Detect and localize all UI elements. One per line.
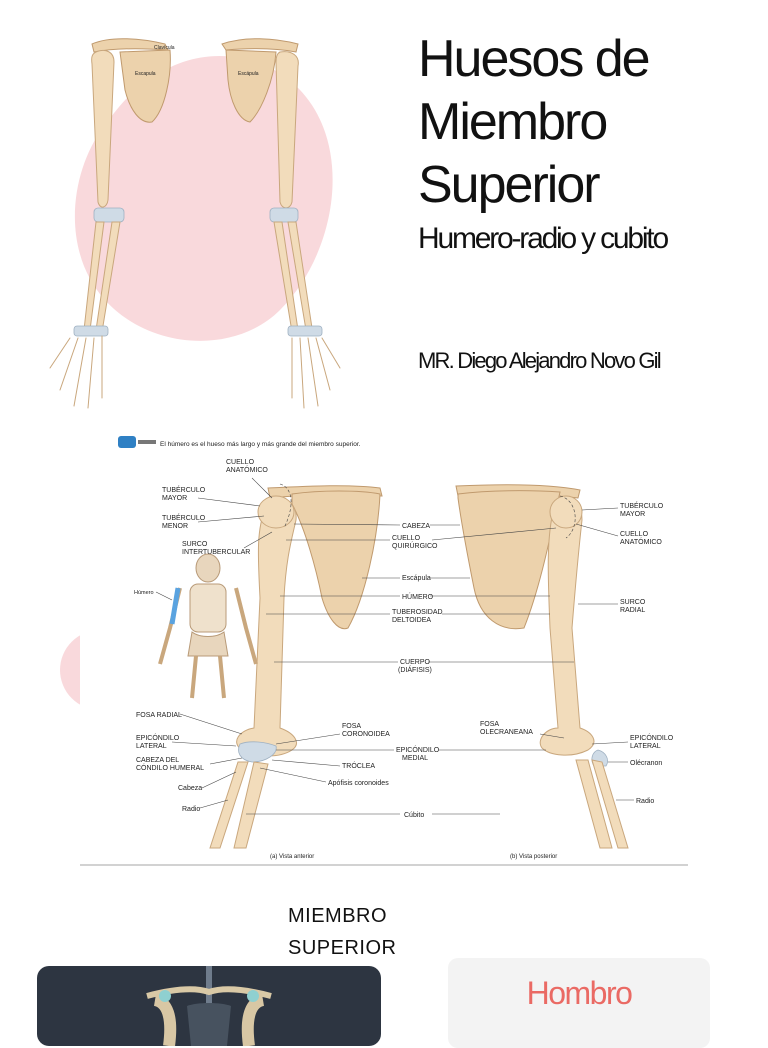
label-text: ANATÓMICO xyxy=(226,465,268,474)
label-text: TRÓCLEA xyxy=(342,761,375,770)
label-text: OLECRANEANA xyxy=(480,729,533,736)
label-text: MENOR xyxy=(162,523,188,530)
title-line: Superior xyxy=(418,156,601,214)
label-text: FOSA RADIAL xyxy=(136,712,182,719)
label-text: EPICÓNDILO xyxy=(396,745,440,754)
label-text: FOSA xyxy=(480,721,499,728)
label-text: Cúbito xyxy=(404,812,424,819)
skeleton-shoulders-image xyxy=(146,966,272,1046)
skeleton-image-card xyxy=(37,966,381,1046)
section-title: MIEMBRO SUPERIOR xyxy=(288,900,396,964)
figure-caption: El húmero es el hueso más largo y más gr… xyxy=(160,441,361,448)
label-text: CUERPO xyxy=(400,659,431,666)
label-text: CORONOIDEA xyxy=(342,731,390,738)
page-subtitle: Humero-radio y cubito xyxy=(418,222,669,255)
label-text: Radio xyxy=(182,806,200,813)
label-text: Radio xyxy=(636,798,654,805)
label-clavicula: Clavícula xyxy=(154,45,175,51)
label-text: CUELLO xyxy=(226,459,255,466)
caption-anterior: (a) Vista anterior xyxy=(270,854,314,860)
humerus-diagram: El húmero es el hueso más largo y más gr… xyxy=(80,428,688,868)
label-text: EPICÓNDILO xyxy=(630,733,674,742)
figure-number-icon xyxy=(118,436,136,448)
label-text: MAYOR xyxy=(620,511,645,518)
label-text: SURCO xyxy=(182,541,208,548)
label-text: TUBÉRCULO xyxy=(620,501,664,510)
title-line: Miembro xyxy=(418,93,608,151)
label-text: MEDIAL xyxy=(402,755,428,762)
section-title-line: MIEMBRO xyxy=(288,905,388,927)
label-escapula-right: Escápula xyxy=(238,71,259,77)
skeleton-inset xyxy=(158,553,258,699)
left-arm-bones xyxy=(49,38,171,409)
label-text: LATERAL xyxy=(136,743,167,750)
label-text: TUBÉRCULO xyxy=(162,513,206,522)
pink-blob xyxy=(74,56,333,341)
right-arm-bones xyxy=(221,38,341,409)
label-text: TUBEROSIDAD xyxy=(392,609,443,616)
arm-bones-illustration: Clavícula Escapula Escápula xyxy=(49,38,341,409)
author-name: MR. Diego Alejandro Novo Gil xyxy=(418,348,662,373)
label-text: Cabeza xyxy=(178,785,202,792)
inset-label-humero: Húmero xyxy=(134,590,154,596)
label-text: FOSA xyxy=(342,723,361,730)
label-text: Escápula xyxy=(402,575,431,582)
label-text: ANATÓMICO xyxy=(620,537,662,546)
label-text: Apófisis coronoides xyxy=(328,780,389,787)
label-text: CUELLO xyxy=(620,531,649,538)
label-escapula-left: Escapula xyxy=(135,71,156,77)
label-text: CABEZA DEL xyxy=(136,757,179,764)
hombro-label: Hombro xyxy=(526,975,633,1011)
label-text: MAYOR xyxy=(162,495,187,502)
label-text: DELTOIDEA xyxy=(392,617,431,624)
label-text: CABEZA xyxy=(402,523,430,530)
section-title-line: SUPERIOR xyxy=(288,937,397,959)
label-text: SURCO xyxy=(620,599,646,606)
label-text: (DIÁFISIS) xyxy=(398,665,432,674)
anterior-view-bones xyxy=(209,485,383,849)
label-text: HÚMERO xyxy=(402,592,434,601)
page-title: Huesos de Miembro Superior xyxy=(418,28,758,217)
hombro-card[interactable]: Hombro xyxy=(448,958,710,1048)
label-text: CÓNDILO HUMERAL xyxy=(136,763,204,772)
label-text: EPICÓNDILO xyxy=(136,733,180,742)
label-text: RADIAL xyxy=(620,607,645,614)
label-text: QUIRÚRGICO xyxy=(392,541,438,550)
posterior-view-bones xyxy=(455,484,629,849)
title-line: Huesos de xyxy=(418,30,651,88)
label-text: INTERTUBERCULAR xyxy=(182,549,250,556)
svg-text:CUERPO(DIÁFISIS): CUERPO(DIÁFISIS) xyxy=(398,659,432,674)
caption-posterior: (b) Vista posterior xyxy=(510,854,557,860)
label-text: LATERAL xyxy=(630,743,661,750)
label-text: Olécranon xyxy=(630,760,662,767)
label-text: TUBÉRCULO xyxy=(162,485,206,494)
label-text: CUELLO xyxy=(392,535,421,542)
